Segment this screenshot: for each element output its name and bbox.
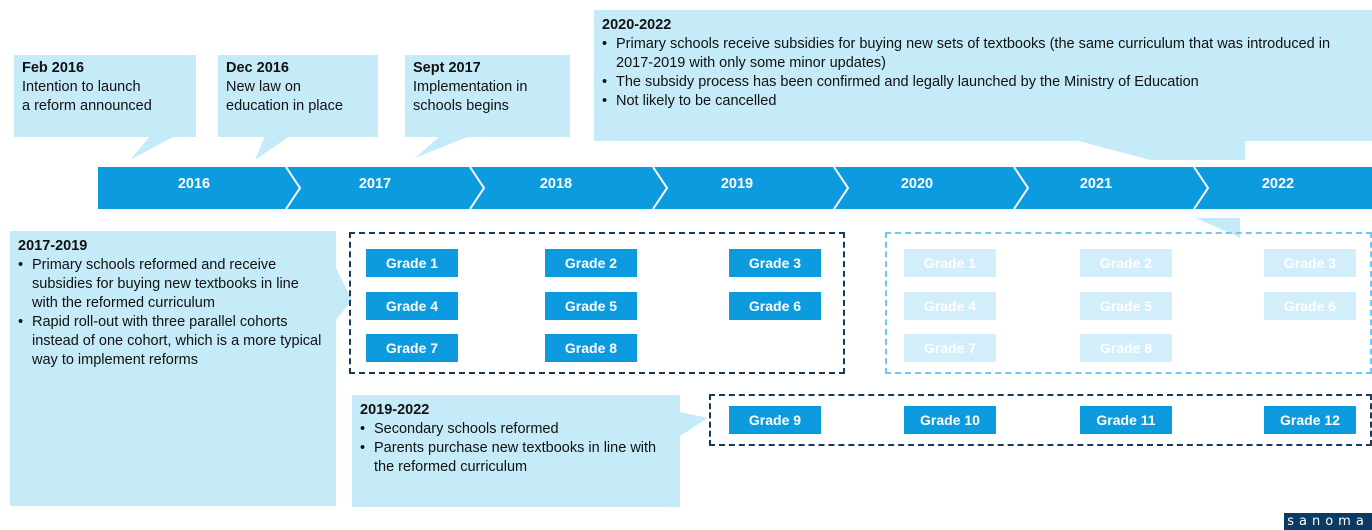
callout-dec-2016: Dec 2016 New law on education in place [218,55,378,137]
grade-9-chip: Grade 9 [729,406,821,434]
callout-line: Implementation in [413,79,528,95]
year-2018: 2018 [539,176,573,192]
callout-2019-2022: 2019-2022 Secondary schools reformed Par… [352,395,680,507]
bullet-item: Primary schools reformed and receive sub… [18,256,328,313]
callout-tail-feb2016 [130,136,175,160]
callout-bullets: Primary schools receive subsidies for bu… [602,35,1364,111]
bullet-item: Primary schools receive subsidies for bu… [602,35,1364,73]
secondary-cohort-box [709,394,1372,446]
callout-line: schools begins [413,98,509,114]
grade-1-chip: Grade 1 [366,249,458,277]
grade-5-chip: Grade 5 [545,292,637,320]
grade-8-chip: Grade 8 [545,334,637,362]
callout-tail-2019-2022 [680,412,708,436]
grade-3-chip: Grade 3 [729,249,821,277]
callout-sept-2017: Sept 2017 Implementation in schools begi… [405,55,570,137]
callout-line: a reform announced [22,98,152,114]
year-2017: 2017 [358,176,392,192]
year-2020: 2020 [900,176,934,192]
bullet-item: Parents purchase new textbooks in line w… [360,439,672,477]
grade-7-chip: Grade 7 [366,334,458,362]
callout-2017-2019: 2017-2019 Primary schools reformed and r… [10,231,336,506]
year-2016: 2016 [177,176,211,192]
grade-10-chip: Grade 10 [904,406,996,434]
callout-tail-dec2016 [255,136,290,160]
sanoma-logo: sanoma [1284,513,1372,530]
callout-bullets: Secondary schools reformed Parents purch… [360,420,672,477]
bullet-item: Not likely to be cancelled [602,92,1364,111]
grade-12-chip: Grade 12 [1264,406,1356,434]
bullet-item: Secondary schools reformed [360,420,672,439]
callout-tail-sept2017 [415,136,470,158]
callout-heading: Dec 2016 [226,60,289,76]
year-2021: 2021 [1079,176,1113,192]
callout-heading: 2019-2022 [360,402,430,418]
grade-4-chip-2020: Grade 4 [904,292,996,320]
grade-6-chip: Grade 6 [729,292,821,320]
callout-heading: Sept 2017 [413,60,481,76]
callout-feb-2016: Feb 2016 Intention to launch a reform an… [14,55,196,137]
bullet-item: Rapid roll-out with three parallel cohor… [18,313,328,370]
grade-5-chip-2020: Grade 5 [1080,292,1172,320]
primary-cohort-2020-2022-box [885,232,1372,374]
primary-cohort-2017-2019-box [349,232,845,374]
bullet-item: The subsidy process has been confirmed a… [602,73,1364,92]
year-2022: 2022 [1261,176,1295,192]
callout-line: education in place [226,98,343,114]
callout-bullets: Primary schools reformed and receive sub… [18,256,328,370]
callout-heading: Feb 2016 [22,60,85,76]
grade-1-chip-2020: Grade 1 [904,249,996,277]
callout-line: New law on [226,79,301,95]
callout-2020-2022: 2020-2022 Primary schools receive subsid… [594,10,1372,141]
callout-heading: 2017-2019 [18,238,88,254]
callout-heading: 2020-2022 [602,17,672,33]
callout-line: Intention to launch [22,79,141,95]
grade-7-chip-2020: Grade 7 [904,334,996,362]
grade-3-chip-2020: Grade 3 [1264,249,1356,277]
grade-4-chip: Grade 4 [366,292,458,320]
grade-8-chip-2020: Grade 8 [1080,334,1172,362]
grade-2-chip-2020: Grade 2 [1080,249,1172,277]
grade-2-chip: Grade 2 [545,249,637,277]
year-2019: 2019 [720,176,754,192]
callout-tail-2020-2022 [1075,140,1245,160]
grade-11-chip: Grade 11 [1080,406,1172,434]
grade-6-chip-2020: Grade 6 [1264,292,1356,320]
